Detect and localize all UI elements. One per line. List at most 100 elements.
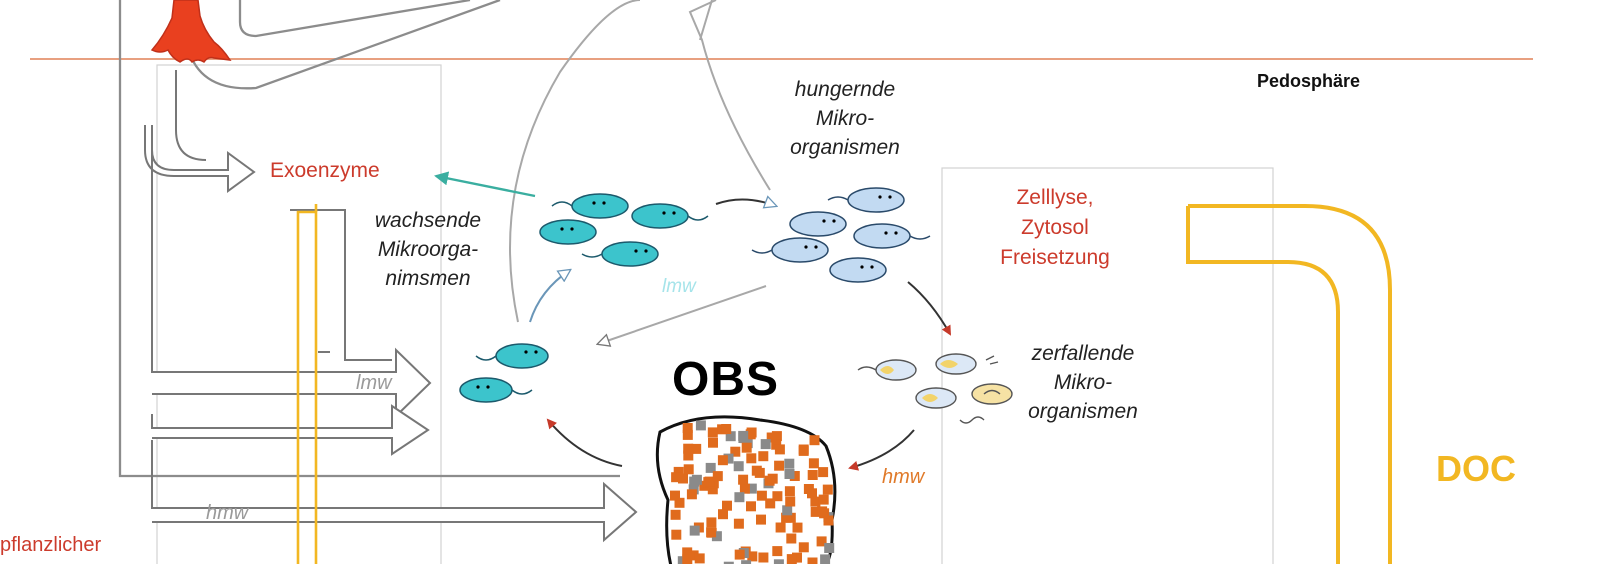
obs-particle (734, 549, 745, 560)
hmw-bottom-label: hmw (206, 502, 249, 524)
obs-particle (723, 453, 734, 464)
obs-particle (711, 531, 722, 542)
obs-particle (682, 423, 693, 433)
doc-flow-right-outer (1188, 204, 1392, 564)
obs-particle (671, 472, 682, 483)
obs-particle (773, 559, 784, 564)
obs-particle (671, 529, 682, 540)
flow-arrow-exoenzymes-inner (175, 70, 207, 161)
obs-particle (803, 484, 814, 494)
obs-particle (746, 483, 757, 494)
exoenzymes-label: Exoenzyme (270, 159, 380, 182)
obs-particle (766, 432, 777, 443)
obs-particle (808, 458, 819, 469)
obs-particle (789, 471, 800, 481)
growing-microbes-line: wachsende (374, 209, 482, 232)
obs-particle (758, 451, 769, 462)
decaying-microbes-line: zerfallende (1031, 342, 1135, 365)
obs-particle (730, 446, 741, 457)
obs-particle (704, 476, 715, 487)
obs-particle (670, 490, 680, 501)
obs-particle (695, 420, 706, 431)
obs-particle (747, 551, 758, 562)
obs-particle (798, 542, 809, 553)
cycle-arrow-obs-to-small (546, 418, 623, 467)
hmw-right-label: hmw (882, 466, 925, 488)
obs-particle (707, 484, 718, 495)
hungry-microbes-label: hungernde Mikro- organismen (770, 75, 920, 162)
decaying-microbes-label: zerfallende Mikro- organismen (1008, 339, 1158, 426)
obs-particle (741, 560, 752, 564)
obs-particle (809, 435, 820, 446)
lysis-zone-box (941, 167, 1274, 564)
obs-particle (708, 437, 718, 448)
obs-particle (818, 467, 829, 478)
obs-particle (765, 498, 776, 509)
obs-particle (694, 553, 705, 564)
obs-particle (746, 453, 757, 464)
obs-particle (758, 552, 769, 563)
obs-particle (682, 429, 693, 440)
root-zone-box (156, 64, 442, 564)
obs-particle (722, 500, 732, 511)
obs-particle (717, 455, 728, 466)
obs-particle (774, 460, 785, 471)
obs-particle (816, 536, 827, 547)
obs-particle (756, 514, 766, 525)
obs-particle (772, 546, 783, 557)
decaying-microbes (857, 353, 1013, 424)
main-root-flow-line (118, 0, 620, 478)
lmw-center-label: lmw (662, 276, 696, 297)
obs-particle (682, 547, 693, 558)
obs-particle (772, 491, 783, 502)
obs-particle (786, 533, 797, 544)
top-loop-flow-2 (186, 0, 501, 90)
hungry-microbes-line: organismen (790, 136, 900, 159)
obs-particle (807, 470, 818, 480)
obs-particle (712, 471, 723, 482)
flow-arrow-lower (151, 404, 430, 456)
decaying-microbes-line: organismen (1028, 400, 1138, 423)
obs-particle (725, 431, 736, 442)
plant-root-icon (150, 0, 232, 64)
flow-arrow-exoenzymes (144, 125, 256, 193)
obs-particle (792, 552, 802, 563)
hungry-microbes-line: Mikro- (815, 107, 875, 130)
obs-particle (751, 465, 762, 476)
cell-lysis-label: Zelllyse, Zytosol Freisetzung (985, 183, 1125, 273)
obs-particle (785, 496, 796, 507)
obs-particle (733, 518, 744, 529)
obs-particle (817, 506, 828, 517)
obs-particle (771, 431, 782, 442)
obs-particle (782, 505, 793, 516)
obs-particle (784, 486, 795, 497)
obs-particle (820, 554, 831, 564)
cycle-arrow-small-to-growing (529, 270, 570, 323)
obs-particle (807, 557, 818, 564)
growing-microbes-line: nimsmen (385, 267, 471, 290)
obs-particle (691, 443, 702, 454)
obs-particle (784, 458, 795, 469)
obs-particle (746, 501, 756, 512)
obs-particle (706, 517, 717, 528)
obs-particle (738, 430, 749, 441)
plant-label-partial: pflanzlicher (0, 534, 102, 556)
obs-particle (678, 473, 688, 484)
obs-particle (689, 525, 700, 536)
obs-particle (756, 490, 767, 501)
respiration-loop-right (688, 0, 771, 191)
cell-lysis-line: Freisetzung (1000, 246, 1110, 269)
growing-microbes-line: Mikroorga- (377, 238, 479, 261)
obs-particle (760, 439, 771, 450)
obs-particle (683, 450, 694, 461)
flow-arrow-lmw-inner (290, 209, 392, 361)
obs-particle (688, 550, 699, 561)
obs-particle (734, 492, 745, 503)
obs-particle (706, 527, 717, 538)
obs-soil-organic-matter (655, 415, 837, 564)
cell-lysis-line: Zelllyse, (1016, 186, 1094, 209)
obs-particle (767, 473, 778, 484)
top-loop-flow (238, 0, 471, 38)
flow-arrow-hmw (151, 481, 638, 543)
cell-lysis-line: Zytosol (1021, 216, 1089, 239)
